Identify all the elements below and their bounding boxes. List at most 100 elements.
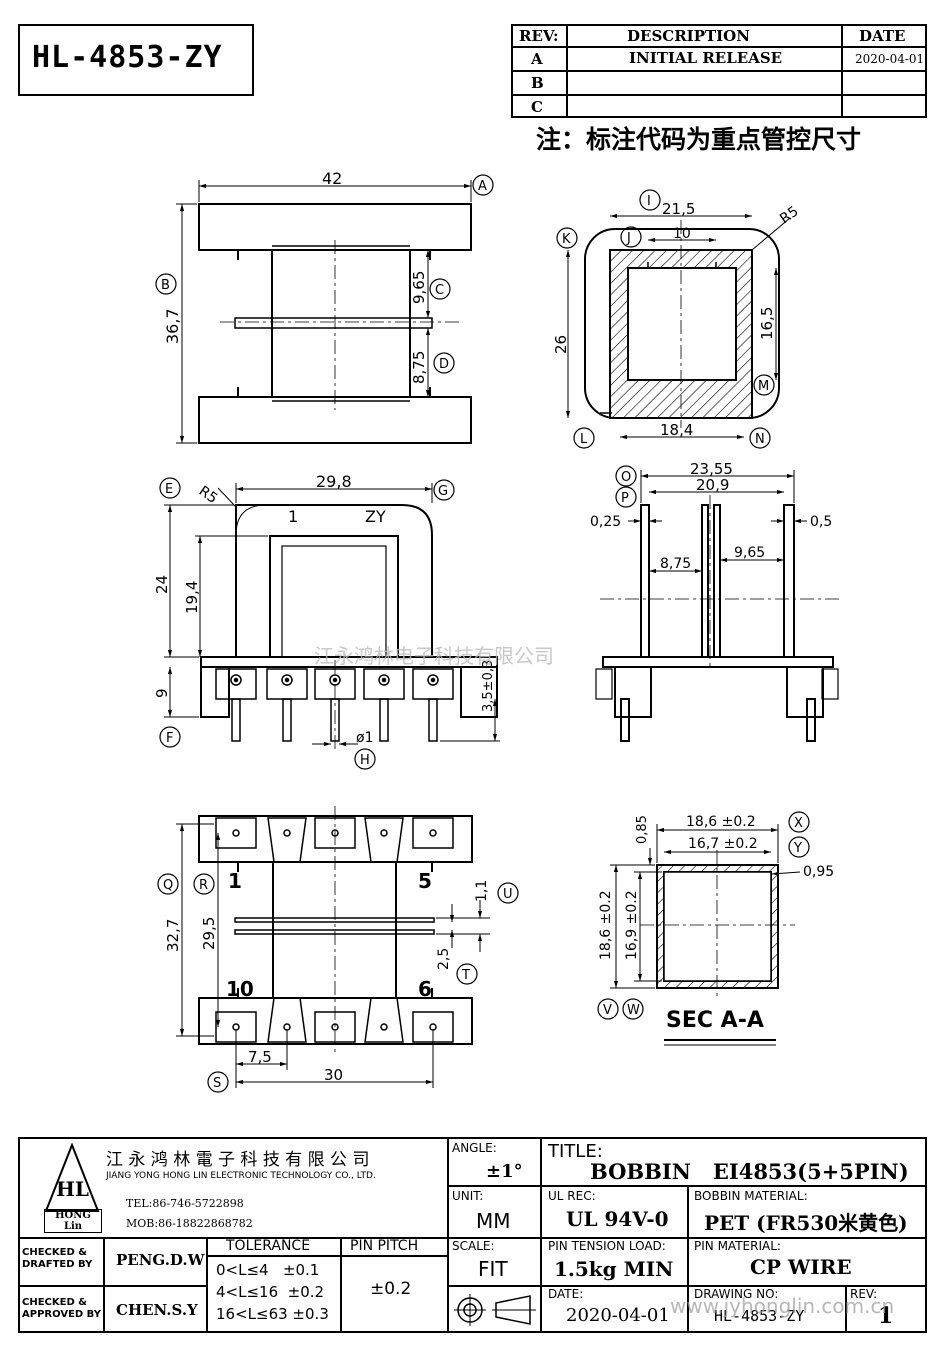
date-header: DATE [859,27,906,45]
section-dims [610,824,801,989]
logo-mark: HL [56,1177,89,1201]
dim-sec-wall-top: 0,85 [635,815,650,844]
control-note: 注：标注代码为重点管控尺寸 [536,125,862,154]
description-header: DESCRIPTION [627,27,750,45]
top-right-view [584,220,780,428]
marker-X: X [788,811,810,833]
dim-sr-slot-right: 9,65 [734,545,765,561]
bottom-pin-1: 1 [228,869,242,893]
company-tel: TEL:86-746-5722898 [126,1197,244,1210]
dim-tr-outer-w: 21,5 [662,200,695,218]
dim-bottom-inner-h: 29,5 [200,917,218,950]
marker-H: H [354,748,376,770]
marker-N: N [749,427,771,449]
dim-side-radius: R5 [196,483,220,507]
technical-drawing: 42 36,7 9,65 8,75 A B C D 21,5 10 26 16,… [153,169,840,1093]
marker-G: G [433,479,455,501]
marker-S: S [207,1071,229,1093]
svg-text:Q: Q [163,878,173,893]
marker-Q: Q [157,873,179,895]
top-right-dims [565,213,791,440]
dim-tr-radius: R5 [777,203,801,227]
dim-side-pin-len: 3,5±0,3 [481,660,496,712]
side-view-dims [164,483,500,747]
checked-approved-label: CHECKED & APPROVED BY [22,1297,101,1320]
date-label: DATE: [548,1287,584,1301]
section-title: SEC A-A [666,1008,764,1033]
dim-sec-wall-side: 0,95 [803,864,834,880]
unit-value: MM [476,1209,511,1233]
angle-value: ±1° [486,1161,523,1182]
dim-side-total-h: 24 [153,575,171,594]
bobbin-material-value: PET (FR530米黄色) [704,1211,908,1235]
bottom-pin-5: 5 [418,869,432,893]
bottom-view-pins [215,817,454,1043]
marker-L: L [573,427,595,449]
marker-O: O [615,465,637,487]
front-view [198,203,472,444]
title-value: BOBBIN EI4853(5+5PIN) [590,1159,909,1184]
svg-text:X: X [794,816,803,831]
svg-text:P: P [621,491,629,506]
section-view [640,850,795,1000]
svg-text:I: I [647,194,651,209]
pin-material-value: CP WIRE [750,1255,852,1279]
dim-front-height: 36,7 [163,308,182,344]
bobbin-material-label: BOBBIN MATERIAL: [694,1189,808,1203]
rev-header: REV: [519,27,559,45]
marker-M: M [753,374,775,396]
rev-b: B [531,74,544,92]
marker-J: J [620,226,642,248]
dim-front-width: 42 [322,169,342,188]
date-value: 2020-04-01 [566,1305,670,1326]
svg-text:E: E [165,482,173,497]
dim-sr-slot-left: 8,75 [660,556,691,572]
revision-table: REV: DESCRIPTION DATE A INITIAL RELEASE … [511,24,927,118]
marker-Y: Y [788,836,810,858]
tolerance-label: TOLERANCE [226,1238,311,1254]
pin-material-label: PIN MATERIAL: [694,1239,781,1253]
svg-text:K: K [562,232,571,247]
watermark: 江永鸿林电子科技有限公司 [314,644,554,668]
dim-side-window-h: 19,4 [183,581,201,614]
dim-bottom-pitch: 7,5 [248,1048,272,1066]
company-mob: MOB:86-18822868782 [126,1217,253,1230]
svg-text:C: C [435,283,444,298]
angle-label: ANGLE: [452,1141,497,1155]
marker-K: K [556,227,578,249]
front-view-dims [176,180,472,444]
dim-tr-height: 26 [552,335,570,354]
dim-bottom-divider: 1,1 [474,880,490,902]
marker-P: P [615,486,637,508]
title-block: HL HONG Lin 江 永 鸿 林 電 子 科 技 有 限 公 司 JIAN… [18,1137,927,1333]
dim-tr-bottom-w: 18,4 [660,421,693,439]
marker-R: R [193,873,215,895]
dim-bottom-gap: 2,5 [436,948,452,970]
rev-a: A [531,50,543,68]
bottom-view-dims [176,823,490,1088]
bottom-pin-6: 6 [418,977,432,1001]
dim-front-upper: 9,65 [410,271,428,304]
pin-tension-value: 1.5kg MIN [554,1257,674,1281]
svg-text:Y: Y [793,841,802,856]
svg-text:R: R [199,878,208,893]
marker-C: C [429,278,451,300]
scale-label: SCALE: [452,1239,495,1253]
svg-text:J: J [626,231,631,246]
svg-text:F: F [166,731,173,746]
scale-value: FIT [478,1257,508,1281]
marker-U: U [497,882,519,904]
dim-bottom-height: 32,7 [164,919,182,952]
dim-side-width: 29,8 [316,472,352,491]
pin-pitch-value: ±0.2 [370,1279,412,1299]
marker-E: E [159,477,181,499]
tolerance-row-1: 0<L≤4 ±0.1 [216,1261,320,1279]
unit-label: UNIT: [452,1189,484,1203]
company-logo [44,1143,100,1212]
checked-approved-value: CHEN.S.Y [116,1301,198,1319]
drawing-code-box: HL-4853-ZY [18,24,254,96]
dim-side-pin-dia: ø1 [356,730,373,746]
pin-pitch-label: PIN PITCH [350,1238,419,1254]
svg-text:D: D [439,357,449,372]
rev-c: C [531,98,543,116]
